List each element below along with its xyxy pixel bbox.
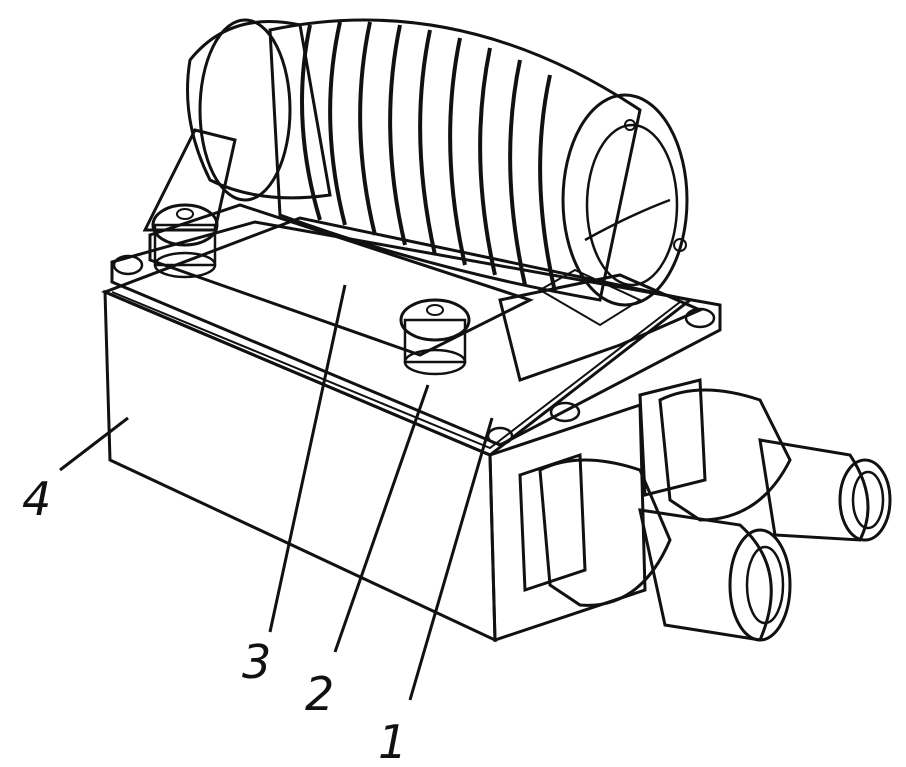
svg-text:3: 3 <box>242 635 271 689</box>
callout-1: 1 <box>378 417 494 767</box>
callout-2: 2 <box>305 384 430 721</box>
coil-windings <box>300 21 557 293</box>
callouts: 4 3 2 1 <box>22 284 494 767</box>
bolt-left <box>151 203 219 279</box>
svg-text:1: 1 <box>378 715 407 767</box>
housing-box <box>100 216 694 643</box>
connector-front <box>518 452 792 642</box>
support-bracket <box>142 128 704 382</box>
bolt-right <box>399 298 471 376</box>
callout-4: 4 <box>22 416 129 526</box>
connector-rear <box>638 378 892 542</box>
callout-3: 3 <box>242 284 347 689</box>
svg-text:4: 4 <box>22 472 51 526</box>
coil-cylinder <box>186 18 689 307</box>
svg-text:2: 2 <box>305 667 334 721</box>
